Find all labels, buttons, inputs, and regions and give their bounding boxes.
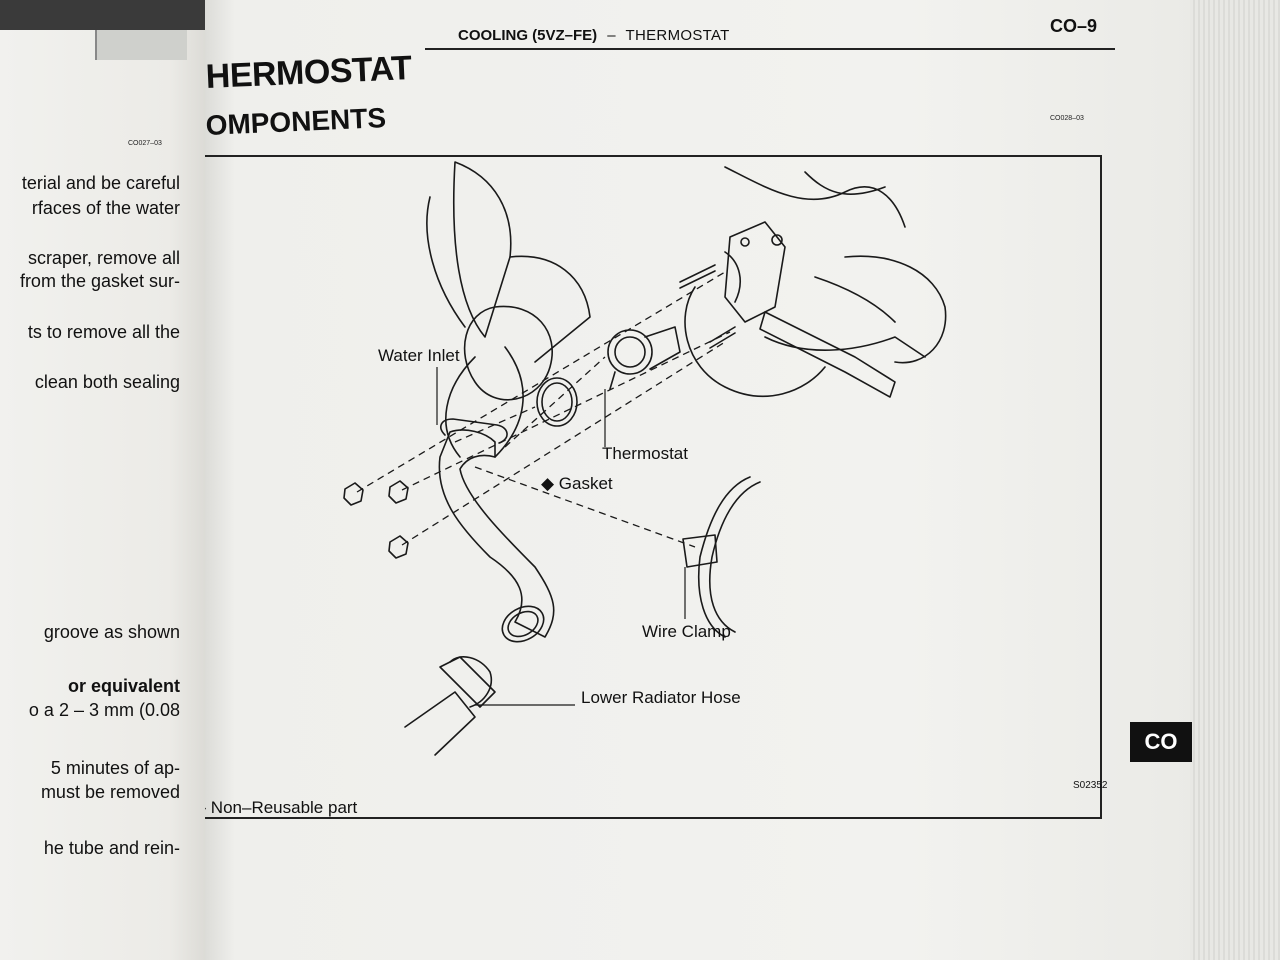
assembly-line <box>474 466 696 548</box>
page-number: CO–9 <box>1050 16 1098 36</box>
label-thermostat: Thermostat <box>602 444 688 463</box>
left-text-line: scraper, remove all <box>27 248 180 268</box>
right-page: COOLING (5VZ–FE)–THERMOSTAT CO–9 HERMOST… <box>205 0 1205 960</box>
left-page: CO027–03 terial and be careful rfaces of… <box>0 30 212 960</box>
water-inlet-part <box>438 429 555 638</box>
diagram-frame <box>205 155 1102 819</box>
left-text-line: clean both sealing <box>34 372 180 392</box>
section-subtitle: OMPONENTS <box>205 102 387 141</box>
engine-outline <box>684 286 826 397</box>
left-text-line: must be removed <box>40 782 180 802</box>
water-inlet-outlet <box>507 610 539 638</box>
stud <box>679 270 716 289</box>
header-title: COOLING (5VZ–FE) <box>458 27 598 44</box>
stud <box>709 332 736 349</box>
thermostat-housing <box>724 221 786 323</box>
fan-blade <box>494 346 524 458</box>
housing-bolt-hole <box>771 234 783 246</box>
running-header: COOLING (5VZ–FE)–THERMOSTAT <box>458 27 730 44</box>
nut <box>388 480 409 504</box>
left-text-line: from the gasket sur- <box>19 271 180 291</box>
left-text-line: 5 minutes of ap- <box>50 758 180 778</box>
stud <box>709 326 736 343</box>
engine-outline <box>844 255 947 364</box>
thermostat-part <box>609 371 616 390</box>
fan-blade <box>445 356 476 458</box>
hose-clamp <box>439 656 496 708</box>
bypass-pipe <box>759 311 896 398</box>
thermostat-exploded-diagram <box>343 161 947 756</box>
radiator-hose <box>404 691 476 756</box>
housing-bolt-hole <box>740 237 750 247</box>
gasket-part <box>536 377 578 427</box>
wire-clamp <box>682 534 718 568</box>
assembly-line <box>401 341 726 546</box>
left-text-line: groove as shown <box>43 622 180 642</box>
gasket-part <box>541 382 573 422</box>
engine-outline <box>804 171 886 195</box>
left-text-line: rfaces of the water <box>31 198 180 218</box>
thermostat-housing <box>724 251 741 303</box>
bypass-pipe <box>814 276 896 323</box>
label-wire-clamp: Wire Clamp <box>642 622 731 641</box>
page-edges <box>1190 0 1280 960</box>
assembly-line <box>504 356 606 448</box>
assembly-line <box>454 406 536 443</box>
water-inlet-outlet <box>501 605 545 643</box>
fan-hub <box>463 305 553 401</box>
thermostat-part <box>644 326 681 370</box>
nut <box>388 535 409 559</box>
wire-clamp <box>708 481 761 633</box>
figure-code: S02352 <box>1073 780 1108 791</box>
left-text-line: o a 2 – 3 mm (0.08 <box>28 700 180 720</box>
section-title: HERMOSTAT <box>205 49 413 96</box>
label-non-reusable: ◆ Non–Reusable part <box>205 798 358 817</box>
figure-code-top: CO028–03 <box>1050 115 1084 122</box>
left-text-line: he tube and rein- <box>43 838 180 858</box>
fan-blade <box>452 161 512 338</box>
left-text-line: or equivalent <box>67 676 180 696</box>
assembly-line <box>401 331 731 491</box>
thermostat-part <box>614 336 646 368</box>
fan-blade <box>509 255 591 363</box>
left-text-line: ts to remove all the <box>27 322 180 342</box>
label-gasket: ◆ Gasket <box>541 474 613 493</box>
thermostat-part <box>607 329 653 375</box>
left-figure-code: CO027–03 <box>128 140 162 147</box>
stud <box>679 264 716 283</box>
nut <box>343 482 364 506</box>
engine-outline <box>764 336 926 358</box>
section-tab: CO <box>1130 722 1192 762</box>
header-subtitle: THERMOSTAT <box>625 27 730 44</box>
header-dash: – <box>607 27 616 44</box>
header-rule <box>425 48 1115 50</box>
left-page-tab <box>95 30 187 60</box>
label-water-inlet: Water Inlet <box>378 346 460 365</box>
wire-clamp <box>697 476 751 638</box>
left-text-line: terial and be careful <box>21 173 180 193</box>
label-lower-radiator-hose: Lower Radiator Hose <box>581 688 741 707</box>
fan-blade <box>426 196 466 328</box>
engine-outline <box>724 166 906 228</box>
